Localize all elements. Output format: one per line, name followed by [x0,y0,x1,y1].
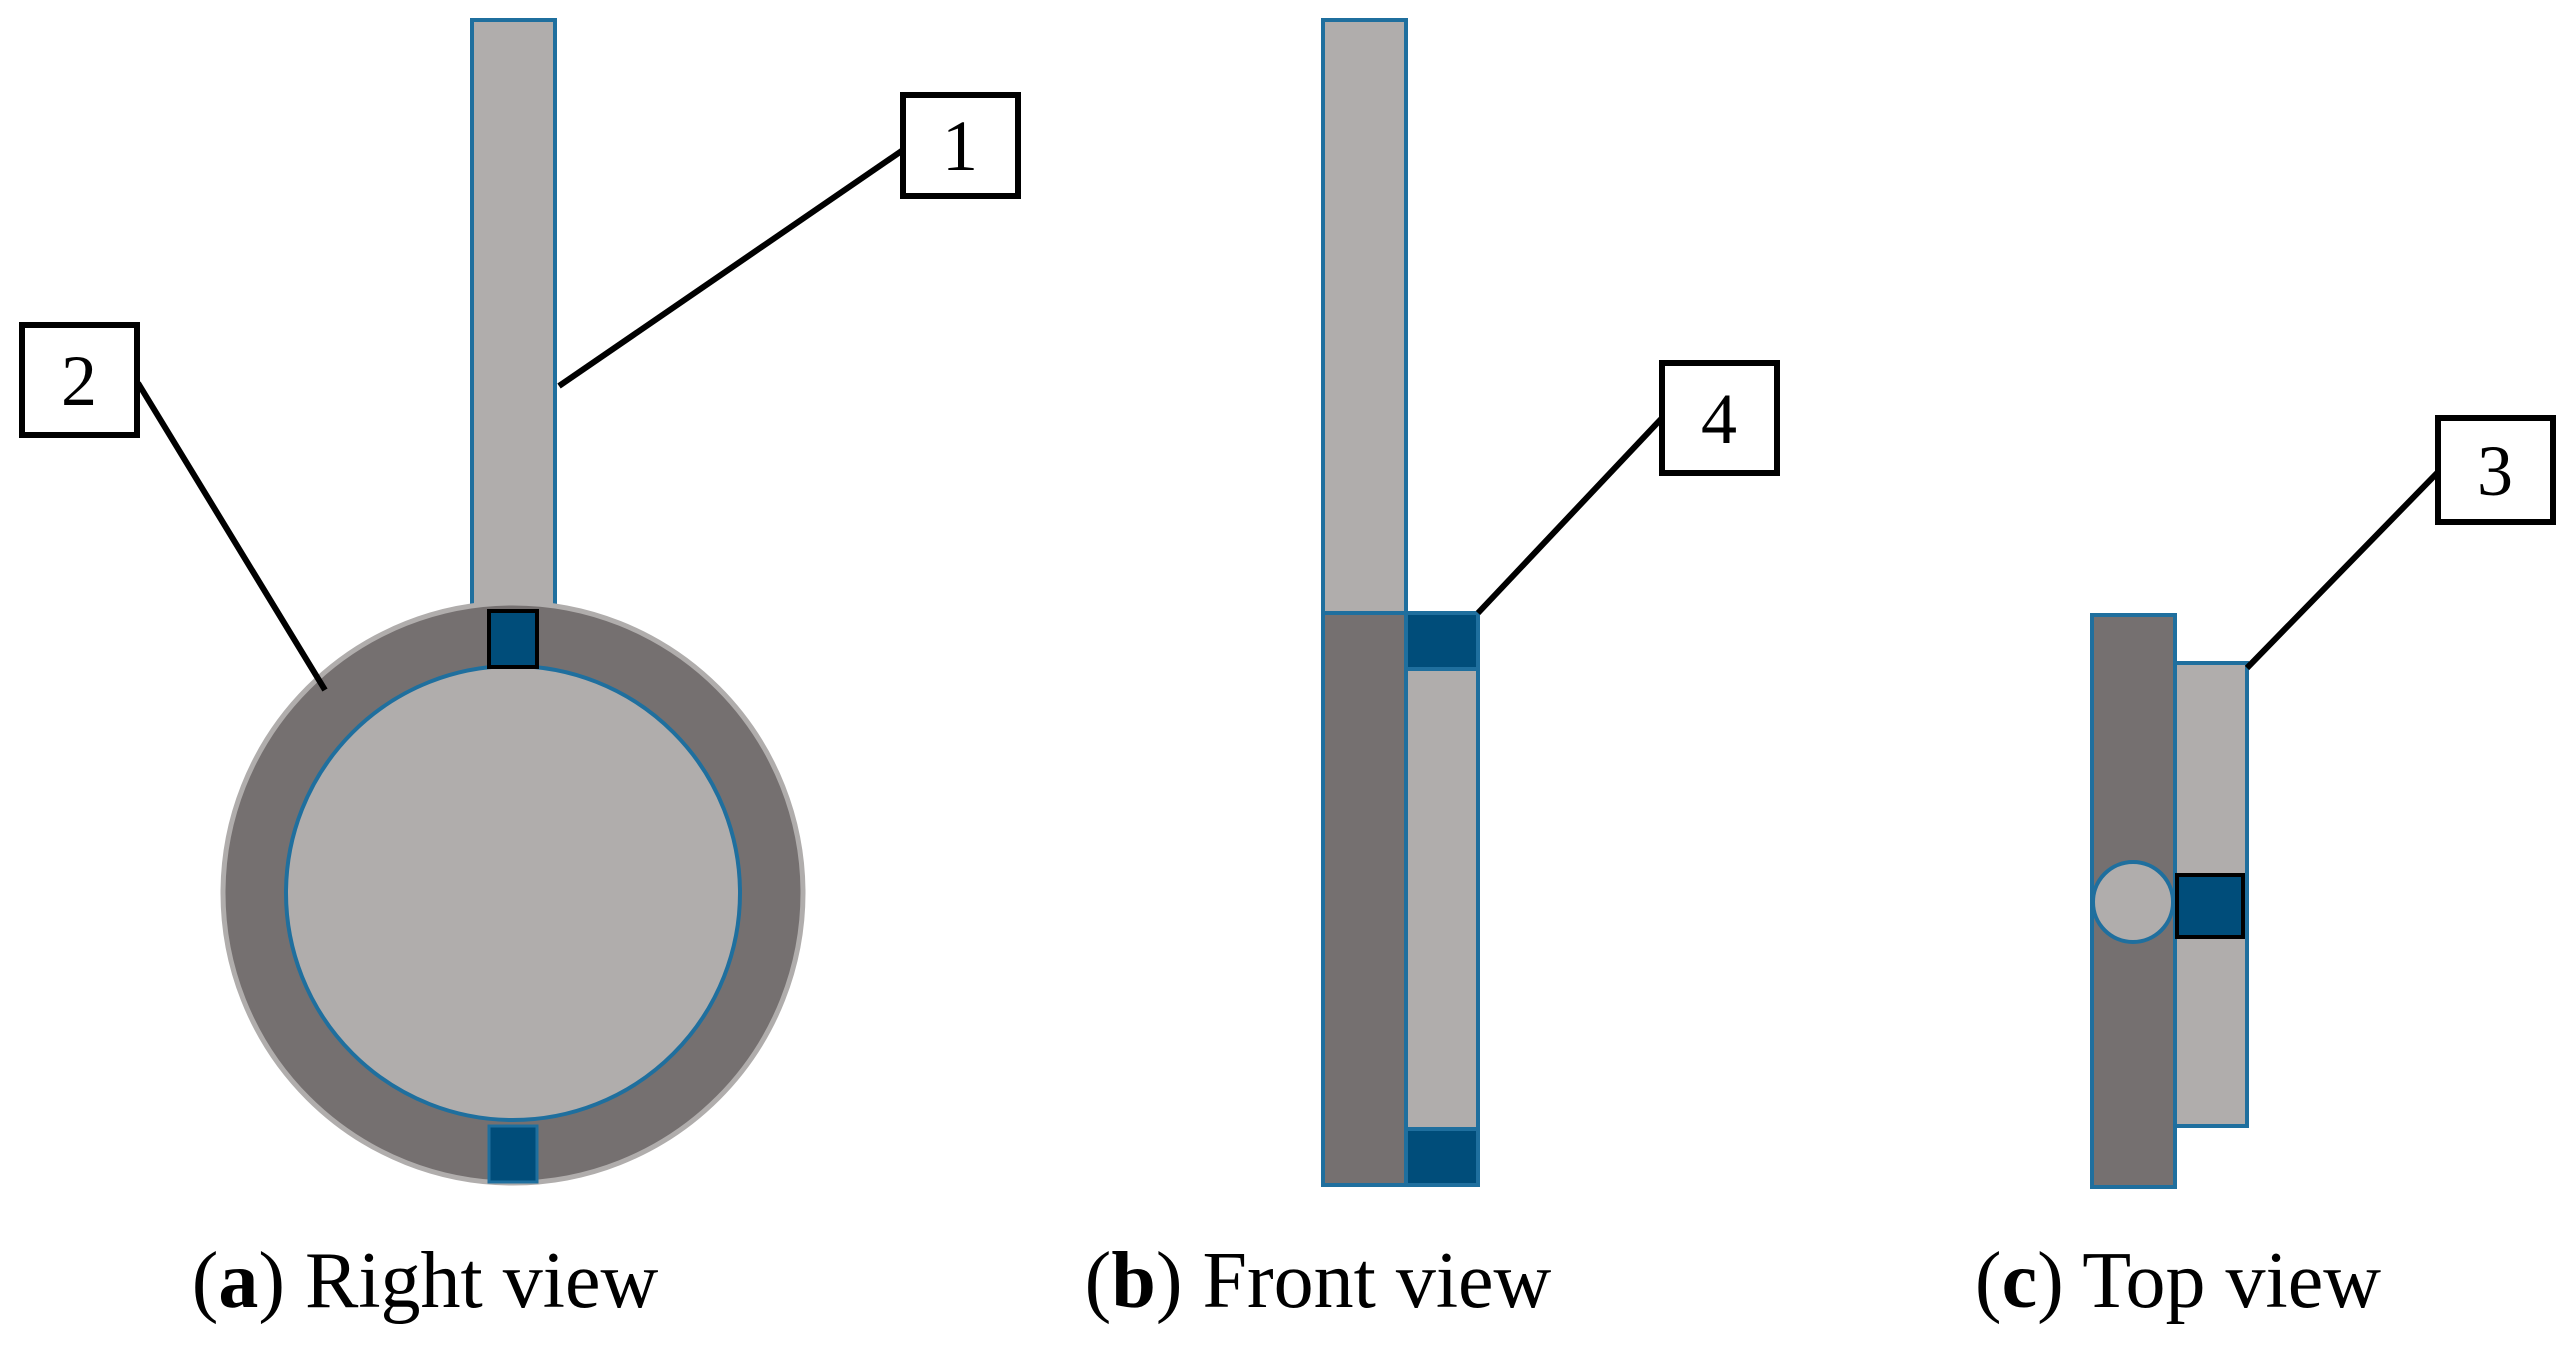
callout-3: 3 [2244,415,2556,671]
callout-3-label: 3 [2477,431,2513,511]
right-view-bottom-block [487,1124,539,1184]
callout-3-leader [2244,467,2443,671]
caption-b-close: ) [1156,1237,1183,1325]
callout-2-leader [135,381,328,692]
callout-4-box [1659,360,1780,476]
caption-front-view: (b) Front view [1085,1237,1552,1325]
top-view [2090,613,2249,1189]
callout-2-box [19,322,140,438]
right-view-inner-disc [284,664,742,1122]
callout-1: 1 [557,92,1021,389]
right-view [220,18,806,1186]
callout-2: 2 [19,322,328,692]
caption-b-text: Front view [1182,1237,1551,1325]
top-view-block [2175,873,2245,939]
front-view-side-plate [1404,611,1480,1187]
front-view-dark-body [1321,611,1408,1187]
caption-a-open: ( [192,1237,219,1325]
callout-1-leader [557,147,905,389]
caption-b-open: ( [1085,1237,1112,1325]
callout-4-label: 4 [1701,379,1737,459]
caption-top-view: (c) Top view [1975,1237,2381,1325]
right-view-rod [470,18,557,612]
callout-4: 4 [1475,360,1780,616]
callout-1-box [900,92,1021,199]
callout-3-box [2435,415,2556,525]
callout-1-label: 1 [942,106,978,186]
front-view-rod [1321,18,1408,615]
caption-a-text: Right view [285,1237,659,1325]
front-view-top-block [1404,611,1480,671]
caption-c-text: Top view [2064,1237,2382,1325]
front-view-bottom-block [1404,1127,1480,1187]
right-view-top-block [487,609,539,669]
caption-a-letter: a [218,1237,258,1325]
caption-c-open: ( [1975,1237,2002,1325]
caption-a-close: ) [258,1237,285,1325]
callout-4-leader [1475,415,1665,616]
caption-right-view: (a) Right view [192,1237,659,1325]
callout-2-label: 2 [61,341,97,421]
caption-c-close: ) [2037,1237,2064,1325]
front-view [1321,18,1480,1187]
caption-b-letter: b [1111,1237,1156,1325]
top-view-rod-section [2091,860,2175,944]
caption-c-letter: c [2002,1237,2038,1325]
